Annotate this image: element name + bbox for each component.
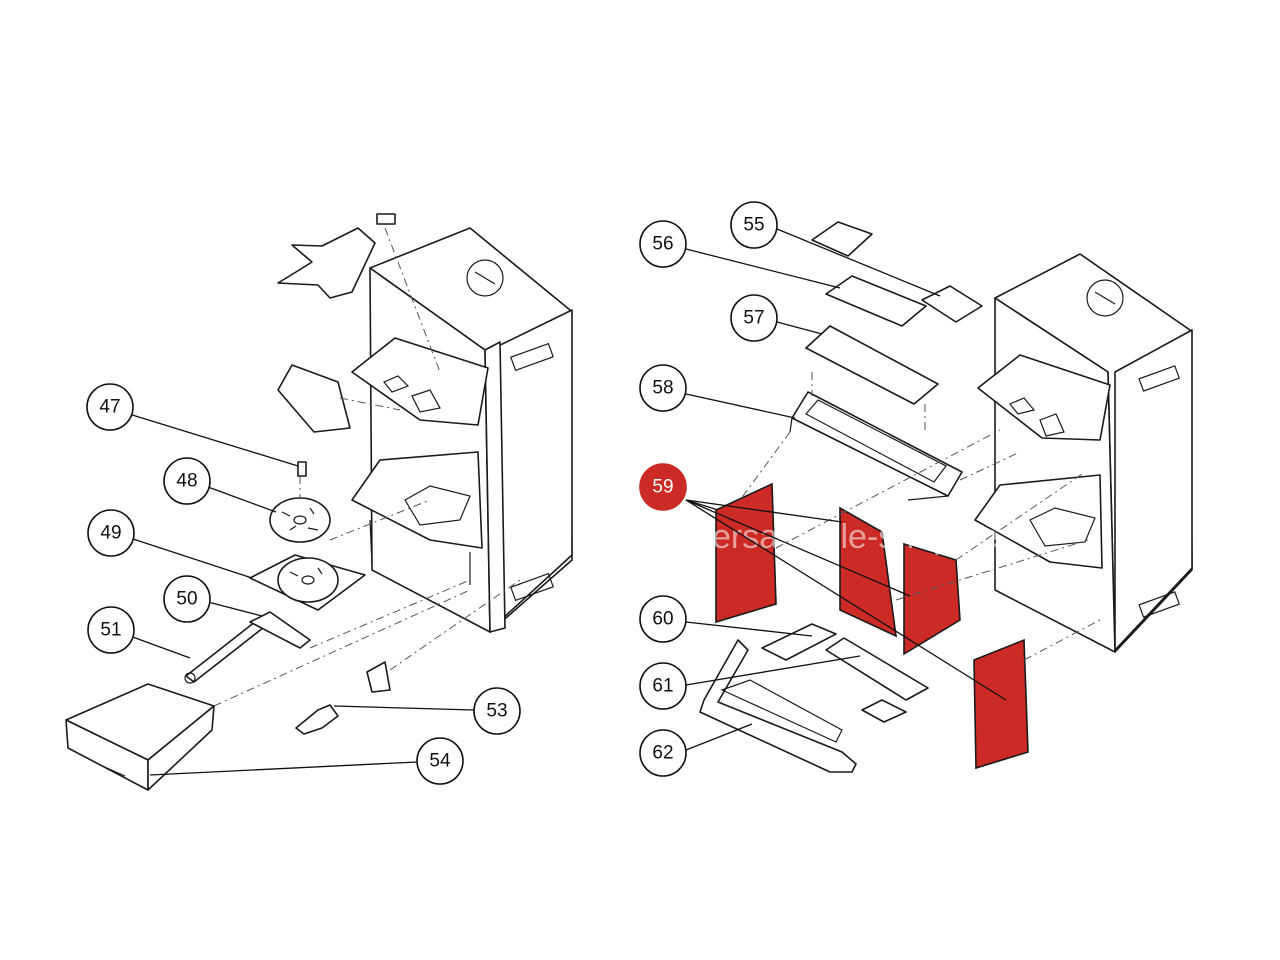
callout-57[interactable]: 57 xyxy=(730,294,778,342)
shaker-rod xyxy=(184,611,311,684)
callout-58[interactable]: 58 xyxy=(639,364,687,412)
svg-text:53: 53 xyxy=(486,701,507,722)
callout-55[interactable]: 55 xyxy=(730,201,778,249)
brick-59-c xyxy=(903,542,961,656)
leader-lines xyxy=(128,228,1007,776)
brick-59-a xyxy=(715,482,777,624)
callout-59[interactable]: 59 xyxy=(639,463,687,511)
bracket-53 xyxy=(295,704,339,735)
svg-text:47: 47 xyxy=(99,397,120,418)
svg-text:60: 60 xyxy=(652,609,673,630)
svg-text:57: 57 xyxy=(743,308,764,329)
callout-48[interactable]: 48 xyxy=(163,457,211,505)
stove-body-left xyxy=(351,227,573,633)
deflector-plate xyxy=(277,364,351,433)
ash-pan xyxy=(65,683,215,791)
svg-text:49: 49 xyxy=(100,523,121,544)
bracket-clip xyxy=(366,661,391,693)
callout-53[interactable]: 53 xyxy=(473,687,521,735)
svg-text:61: 61 xyxy=(652,676,673,697)
svg-text:51: 51 xyxy=(100,620,121,641)
callout-54[interactable]: 54 xyxy=(416,737,464,785)
callout-49[interactable]: 49 xyxy=(87,509,135,557)
svg-text:56: 56 xyxy=(652,234,673,255)
brick-56 xyxy=(825,275,927,327)
callout-50[interactable]: 50 xyxy=(163,575,211,623)
top-bracket-left xyxy=(277,227,376,299)
top-clip-left xyxy=(376,213,396,225)
svg-text:50: 50 xyxy=(176,589,197,610)
left-assembly xyxy=(65,213,573,791)
stove-body-right xyxy=(974,253,1193,653)
right-assembly: ersatzteile-shop.de xyxy=(699,221,1193,773)
svg-text:48: 48 xyxy=(176,471,197,492)
callout-51[interactable]: 51 xyxy=(87,606,135,654)
highlighted-bricks-59: ersatzteile-shop.de xyxy=(712,482,1029,770)
callouts-left: 47 48 49 50 51 53 54 xyxy=(86,383,521,785)
svg-text:58: 58 xyxy=(652,378,673,399)
callouts-right: 55 56 57 58 59 60 61 62 xyxy=(639,201,778,777)
brick-60 xyxy=(761,623,837,661)
svg-text:54: 54 xyxy=(429,751,451,772)
brick-61b xyxy=(861,699,907,723)
brick-61 xyxy=(825,637,929,701)
screw-part xyxy=(297,461,307,477)
callout-62[interactable]: 62 xyxy=(639,729,687,777)
svg-text:55: 55 xyxy=(743,215,764,236)
brick-55 xyxy=(811,221,873,257)
brick-55b xyxy=(921,285,983,323)
grate-disc-48 xyxy=(269,497,331,543)
callout-47[interactable]: 47 xyxy=(86,383,134,431)
callout-56[interactable]: 56 xyxy=(639,220,687,268)
brick-57 xyxy=(805,325,939,405)
baffle-frame-58 xyxy=(789,391,963,501)
callout-59-highlight xyxy=(639,463,687,511)
watermark: ersatzteile-shop.de xyxy=(712,518,999,556)
svg-text:62: 62 xyxy=(652,743,673,764)
front-rail-62 xyxy=(699,639,857,773)
callout-61[interactable]: 61 xyxy=(639,662,687,710)
brick-59-d xyxy=(973,638,1029,770)
brick-59-b xyxy=(839,506,897,638)
callout-60[interactable]: 60 xyxy=(639,595,687,643)
grate-plate-49 xyxy=(249,554,366,611)
svg-text:59: 59 xyxy=(652,477,673,498)
